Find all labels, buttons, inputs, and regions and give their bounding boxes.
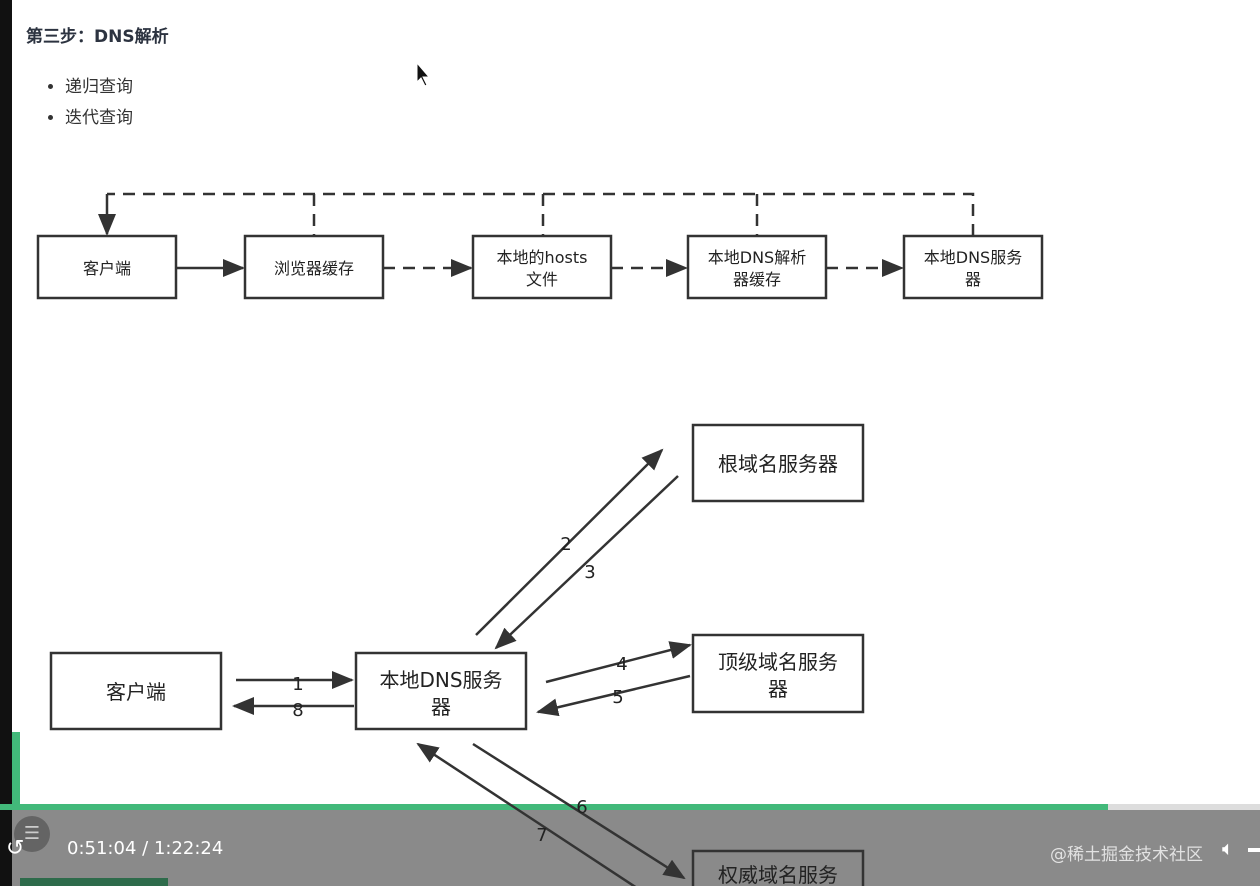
svg-text:权威域名服务: 权威域名服务 — [718, 863, 838, 886]
step-label: 8 — [292, 700, 303, 721]
mouse-cursor — [416, 61, 431, 87]
left-edge — [0, 0, 12, 886]
query-type-list: 递归查询 迭代查询 — [40, 72, 133, 134]
current-time: 0:51:04 — [67, 838, 137, 859]
step-label: 4 — [616, 654, 627, 675]
arrow-4 — [545, 641, 692, 684]
progress-fill — [0, 804, 1108, 810]
arrow-6 — [472, 742, 686, 880]
svg-text:器: 器 — [768, 677, 788, 701]
menu-icon[interactable]: ☰ — [14, 816, 50, 852]
svg-text:器缓存: 器缓存 — [733, 270, 781, 289]
box-client: 客户端 — [36, 234, 178, 300]
list-item: 递归查询 — [65, 72, 133, 103]
svg-text:文件: 文件 — [526, 270, 558, 289]
step-label: 5 — [612, 687, 623, 708]
time-separator: / — [142, 838, 149, 859]
step-label: 7 — [536, 825, 547, 846]
svg-text:根域名服务器: 根域名服务器 — [718, 452, 838, 476]
svg-text:本地DNS服务: 本地DNS服务 — [379, 668, 502, 692]
accent-bar — [12, 732, 20, 810]
box-browser-cache: 浏览器缓存 — [243, 234, 385, 300]
arrow-3 — [494, 475, 679, 650]
arrow-5 — [536, 674, 691, 717]
box-authoritative-server: 权威域名服务 — [691, 849, 865, 886]
volume-icon[interactable]: 🔈︎ — [1222, 836, 1234, 860]
box-root-server: 根域名服务器 — [691, 423, 865, 503]
arrow-2 — [475, 448, 664, 636]
svg-text:器: 器 — [965, 270, 981, 289]
step-label: 3 — [584, 562, 595, 583]
section-heading: 第三步：DNS解析 — [26, 27, 169, 47]
svg-text:客户端: 客户端 — [106, 680, 166, 704]
svg-text:浏览器缓存: 浏览器缓存 — [274, 259, 354, 278]
volume-slider[interactable] — [1248, 848, 1260, 852]
svg-text:本地DNS解析: 本地DNS解析 — [708, 248, 806, 267]
step-label: 1 — [292, 674, 303, 695]
time-display: 0:51:04 / 1:22:24 — [67, 838, 223, 859]
rewind-10-icon[interactable]: ↺ — [6, 836, 25, 861]
box-client: 客户端 — [49, 651, 223, 731]
arrow-7 — [416, 742, 637, 886]
list-item: 迭代查询 — [65, 103, 133, 134]
svg-text:顶级域名服务: 顶级域名服务 — [718, 650, 838, 674]
return-dashed-line — [107, 192, 975, 236]
progress-bar[interactable] — [0, 804, 1260, 810]
duration: 1:22:24 — [153, 838, 224, 859]
svg-text:本地的hosts: 本地的hosts — [497, 248, 588, 267]
svg-text:客户端: 客户端 — [83, 259, 131, 278]
svg-text:本地DNS服务: 本地DNS服务 — [924, 248, 1022, 267]
watermark: @稀土掘金技术社区 — [1050, 845, 1203, 865]
step-label: 6 — [576, 797, 587, 818]
box-hosts-file: 本地的hosts 文件 — [471, 234, 613, 300]
step-label: 2 — [560, 534, 571, 555]
svg-text:器: 器 — [431, 695, 451, 719]
accent-bottom — [20, 878, 168, 886]
